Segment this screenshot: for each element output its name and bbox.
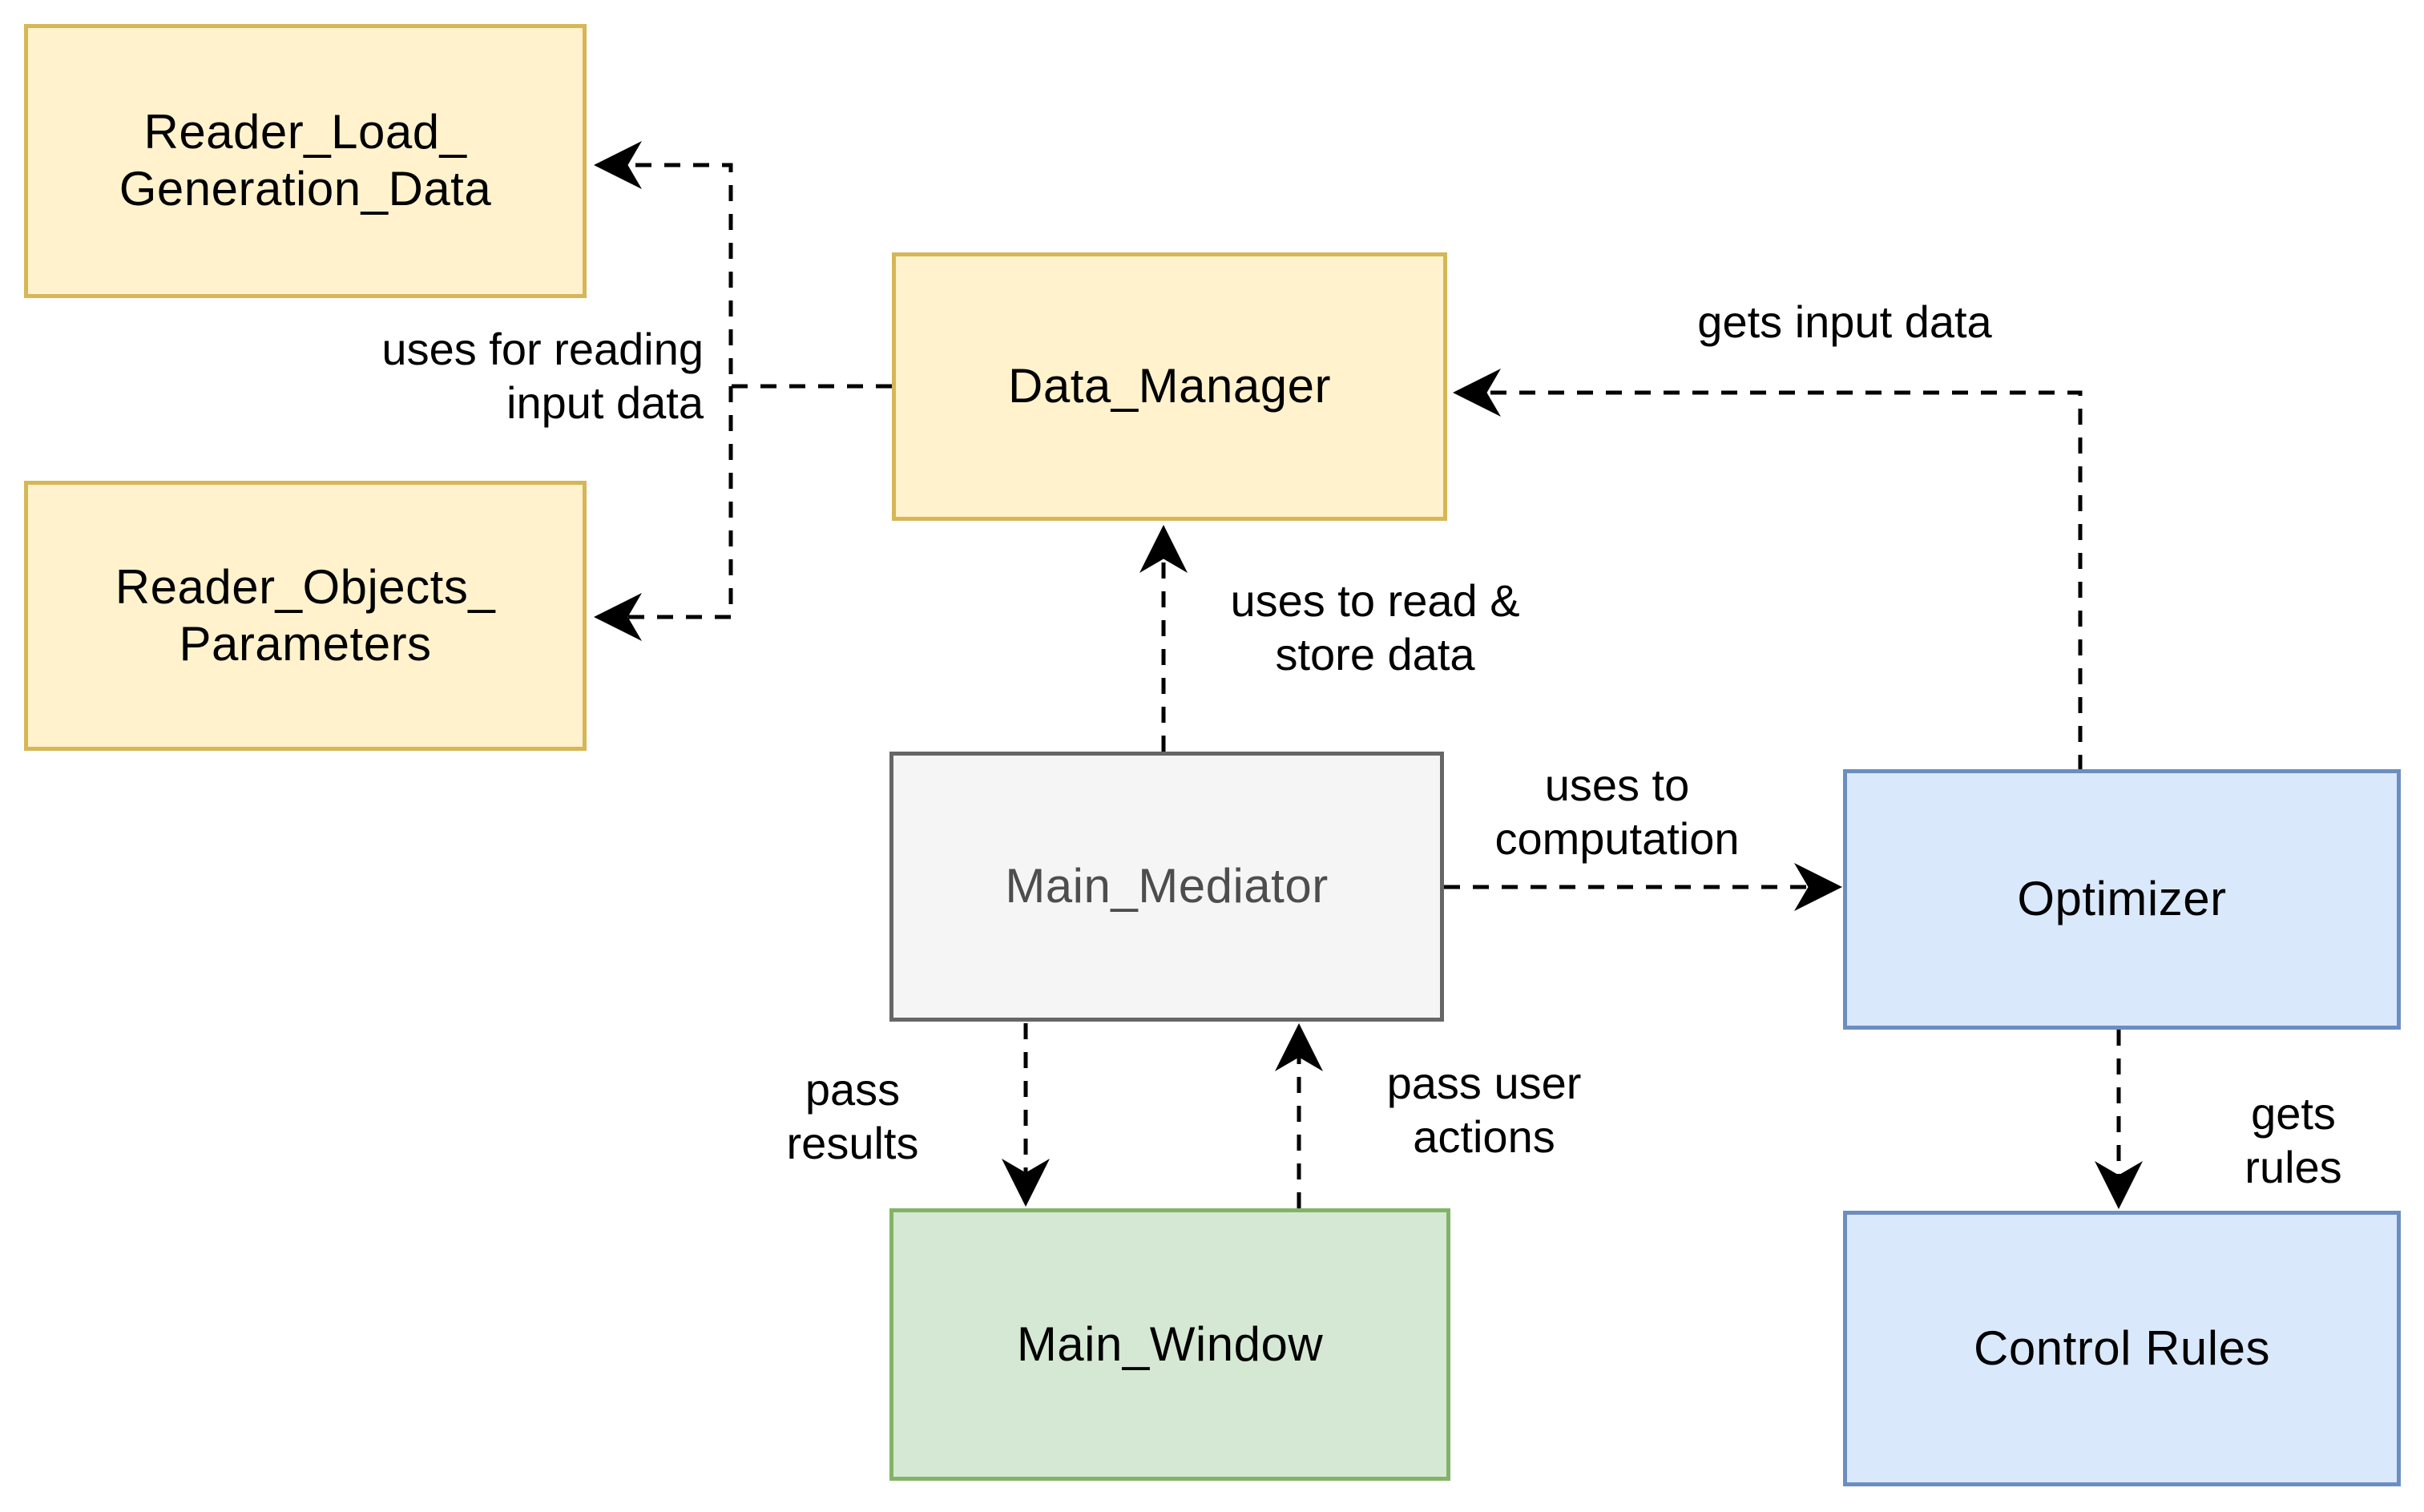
node-label-control-rules: Control Rules: [1974, 1320, 2270, 1375]
edge-label-pass-results: pass results: [786, 1064, 919, 1168]
edge-label-gets-input-data: gets input data: [1697, 296, 1992, 347]
edge-optimizer-to-data-manager: [1453, 369, 2083, 771]
node-main-window: Main_Window: [889, 1208, 1450, 1481]
node-optimizer: Optimizer: [1843, 769, 2401, 1030]
node-label-main-mediator: Main_Mediator: [1005, 859, 1329, 913]
edge-label-gets-rules: gets rules: [2245, 1088, 2342, 1192]
node-reader-objects-parameters: Reader_Objects_ Parameters: [24, 481, 587, 751]
node-label-reader-load-generation-data: Reader_Load_ Generation_Data: [119, 105, 492, 216]
node-control-rules: Control Rules: [1843, 1211, 2401, 1486]
node-data-manager: Data_Manager: [892, 252, 1447, 521]
edge-label-uses-to-computation: uses to computation: [1494, 760, 1740, 864]
edge-label-uses-for-reading: uses for reading input data: [381, 324, 704, 428]
node-reader-load-generation-data: Reader_Load_ Generation_Data: [24, 24, 587, 298]
edge-label-uses-to-read-store: uses to read & store data: [1230, 575, 1520, 679]
node-label-data-manager: Data_Manager: [1008, 359, 1331, 413]
node-label-main-window: Main_Window: [1016, 1316, 1324, 1371]
edge-label-pass-user-actions: pass user actions: [1386, 1058, 1582, 1162]
node-main-mediator: Main_Mediator: [889, 752, 1444, 1022]
node-label-reader-objects-parameters: Reader_Objects_ Parameters: [115, 559, 496, 671]
node-label-optimizer: Optimizer: [2017, 872, 2227, 926]
